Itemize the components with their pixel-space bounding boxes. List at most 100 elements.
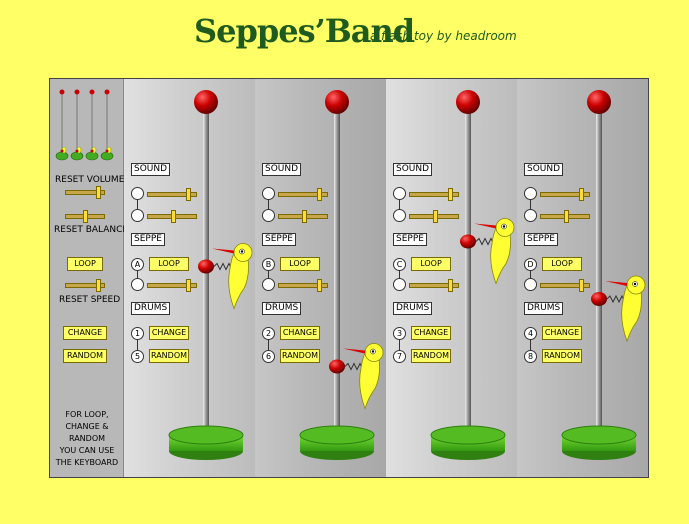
base: [430, 425, 506, 445]
balance-knob[interactable]: [433, 210, 438, 223]
master-balance-knob[interactable]: [83, 210, 88, 223]
balance-slider[interactable]: [540, 210, 590, 223]
master-speed-slider[interactable]: [65, 279, 105, 292]
pole: [203, 109, 209, 439]
pole: [334, 109, 340, 439]
drum-key-1[interactable]: 1: [131, 327, 144, 340]
volume-slider[interactable]: [147, 188, 197, 201]
drum-key-2[interactable]: 7: [393, 350, 406, 363]
speed-knob[interactable]: [579, 279, 584, 292]
change-button[interactable]: CHANGE: [542, 326, 582, 340]
master-balance-slider[interactable]: [65, 210, 105, 223]
woodpecker[interactable]: [198, 243, 253, 310]
balance-knob[interactable]: [302, 210, 307, 223]
master-loop-button[interactable]: LOOP: [67, 257, 103, 271]
reset-speed-label[interactable]: RESET SPEED: [59, 295, 121, 305]
speed-knob[interactable]: [186, 279, 191, 292]
master-speed-knob[interactable]: [96, 279, 101, 292]
speed-slider[interactable]: [147, 279, 197, 292]
woodpecker[interactable]: [591, 275, 646, 343]
channel-panel-c: SOUND SEPPE C LOOP DRUMS 3 CHANGE 7 RAND…: [386, 79, 517, 477]
seppe-label: SEPPE: [131, 233, 165, 246]
change-button[interactable]: CHANGE: [149, 326, 189, 340]
volume-slider[interactable]: [540, 188, 590, 201]
channel-panel-b: SOUND SEPPE B LOOP DRUMS 2 CHANGE 6 RAND…: [255, 79, 386, 477]
seppe-key[interactable]: D: [524, 258, 537, 271]
keyboard-note-3: RANDOM: [68, 434, 106, 443]
solo-toggle[interactable]: [131, 209, 144, 222]
balance-slider[interactable]: [409, 210, 459, 223]
top-ball[interactable]: [325, 90, 349, 114]
balance-slider[interactable]: [147, 210, 197, 223]
solo-toggle[interactable]: [262, 209, 275, 222]
master-change-button[interactable]: CHANGE: [63, 326, 107, 340]
loop-button[interactable]: LOOP: [542, 257, 582, 271]
volume-slider[interactable]: [278, 188, 328, 201]
seppe-bird-figure[interactable]: [124, 79, 255, 477]
sound-label: SOUND: [131, 163, 171, 176]
balance-slider[interactable]: [278, 210, 328, 223]
drum-key-1[interactable]: 3: [393, 327, 406, 340]
seppe-key[interactable]: C: [393, 258, 406, 271]
loop-button[interactable]: LOOP: [280, 257, 320, 271]
drum-key-1[interactable]: 4: [524, 327, 537, 340]
volume-knob[interactable]: [579, 188, 584, 201]
top-ball[interactable]: [194, 90, 218, 114]
seppe-label: SEPPE: [262, 233, 296, 246]
master-volume-knob[interactable]: [96, 186, 101, 199]
volume-knob[interactable]: [317, 188, 322, 201]
reset-balance-label[interactable]: RESET BALANCE: [54, 225, 129, 235]
solo-toggle[interactable]: [524, 209, 537, 222]
speed-slider[interactable]: [540, 279, 590, 292]
speed-knob[interactable]: [448, 279, 453, 292]
speed-slider[interactable]: [278, 279, 328, 292]
balance-knob[interactable]: [171, 210, 176, 223]
drum-key-2[interactable]: 5: [131, 350, 144, 363]
woodpecker[interactable]: [460, 218, 515, 285]
seppe-key[interactable]: A: [131, 258, 144, 271]
speed-slider[interactable]: [409, 279, 459, 292]
woodpecker[interactable]: [329, 343, 384, 410]
reset-volume-label[interactable]: RESET VOLUME: [55, 175, 125, 185]
speed-toggle[interactable]: [393, 278, 406, 291]
loop-button[interactable]: LOOP: [411, 257, 451, 271]
sound-label: SOUND: [393, 163, 433, 176]
drums-label: DRUMS: [262, 302, 302, 315]
keyboard-note-1: FOR LOOP,: [65, 410, 109, 419]
balance-knob[interactable]: [564, 210, 569, 223]
random-button[interactable]: RANDOM: [280, 349, 320, 363]
drum-key-2[interactable]: 8: [524, 350, 537, 363]
seppe-bird-figure[interactable]: [517, 79, 648, 477]
seppe-bird-figure[interactable]: [255, 79, 386, 477]
mute-toggle[interactable]: [131, 187, 144, 200]
speed-knob[interactable]: [317, 279, 322, 292]
mute-toggle[interactable]: [524, 187, 537, 200]
solo-toggle[interactable]: [393, 209, 406, 222]
loop-button[interactable]: LOOP: [149, 257, 189, 271]
drum-key-2[interactable]: 6: [262, 350, 275, 363]
channel-panel-d: SOUND SEPPE D LOOP DRUMS 4 CHANGE 8 RAND…: [517, 79, 648, 477]
seppe-key[interactable]: B: [262, 258, 275, 271]
master-volume-slider[interactable]: [65, 186, 105, 199]
random-button[interactable]: RANDOM: [542, 349, 582, 363]
change-button[interactable]: CHANGE: [280, 326, 320, 340]
master-random-button[interactable]: RANDOM: [63, 349, 107, 363]
mute-toggle[interactable]: [393, 187, 406, 200]
speed-toggle[interactable]: [262, 278, 275, 291]
volume-slider[interactable]: [409, 188, 459, 201]
volume-knob[interactable]: [186, 188, 191, 201]
random-button[interactable]: RANDOM: [411, 349, 451, 363]
top-ball[interactable]: [456, 90, 480, 114]
random-button[interactable]: RANDOM: [149, 349, 189, 363]
seppe-bird-figure[interactable]: [386, 79, 517, 477]
drums-label: DRUMS: [524, 302, 564, 315]
drum-key-1[interactable]: 2: [262, 327, 275, 340]
speed-toggle[interactable]: [131, 278, 144, 291]
sound-label: SOUND: [262, 163, 302, 176]
mute-toggle[interactable]: [262, 187, 275, 200]
speed-toggle[interactable]: [524, 278, 537, 291]
top-ball[interactable]: [587, 90, 611, 114]
change-button[interactable]: CHANGE: [411, 326, 451, 340]
volume-knob[interactable]: [448, 188, 453, 201]
pole: [465, 109, 471, 439]
